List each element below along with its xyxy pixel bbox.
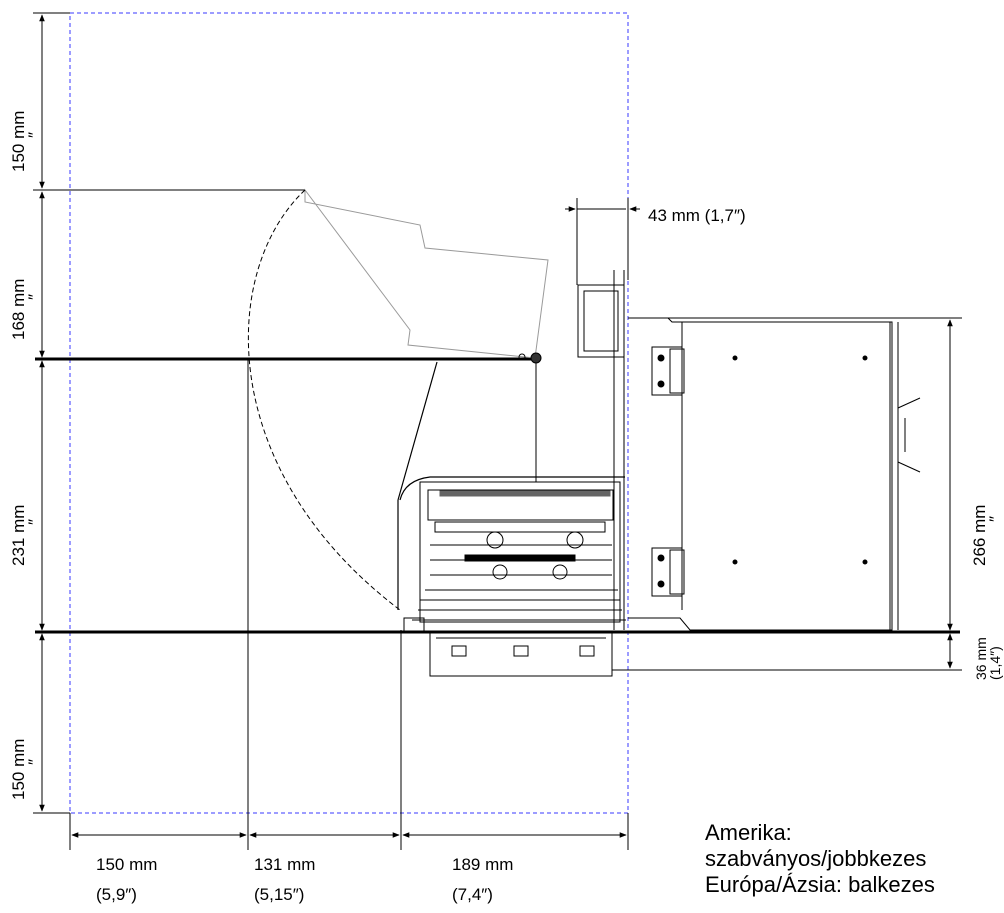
lid-front [397, 361, 625, 610]
bottom-dimension-lines [69, 359, 629, 850]
dim-side-depth-inch: ″ [986, 516, 1004, 522]
dim-top-clearance-inch: ″ [25, 132, 44, 138]
dim-bottom-right: 189 mm [452, 855, 513, 874]
dim-body-height-inch: ″ [25, 519, 44, 525]
dim-gap-label: 43 mm (1,7″) [648, 206, 746, 225]
region-note: Amerika: szabványos/jobbkezes Európa/Ázs… [705, 820, 1004, 898]
dim-bottom-mid: 131 mm [254, 855, 315, 874]
dim-bottom-left: 150 mm [96, 855, 157, 874]
printer-mechanism [412, 352, 626, 623]
dim-lid-height-inch: ″ [25, 294, 44, 300]
paper-tray [403, 617, 613, 677]
dim-foot: 36 mm [973, 637, 989, 680]
side-cabinet [628, 317, 921, 631]
dim-top-clearance: 150 mm [9, 111, 28, 172]
gap-dimension [565, 198, 640, 285]
region-note-line-3: Európa/Ázsia: balkezes [705, 872, 935, 897]
region-note-line-2: szabványos/jobbkezes [705, 846, 927, 871]
dim-bottom-mid-inch: (5,15″) [254, 885, 304, 904]
rear-housing [577, 270, 625, 630]
dim-bottom-clearance: 150 mm [9, 739, 28, 800]
dim-bottom-left-inch: (5,9″) [96, 885, 137, 904]
region-note-line-1: Amerika: [705, 820, 792, 845]
dim-body-height: 231 mm [9, 505, 28, 566]
dim-bottom-right-inch: (7,4″) [452, 885, 493, 904]
dim-lid-height: 168 mm [9, 279, 28, 340]
dim-bottom-clearance-inch: ″ [25, 759, 44, 765]
dim-side-depth: 266 mm [970, 505, 989, 566]
open-lid-outline [304, 188, 549, 359]
lid-swing-arc [247, 189, 401, 611]
dim-foot-inch: (1,4″) [987, 646, 1003, 680]
reference-lines [33, 12, 962, 814]
clearance-frame [69, 12, 629, 814]
